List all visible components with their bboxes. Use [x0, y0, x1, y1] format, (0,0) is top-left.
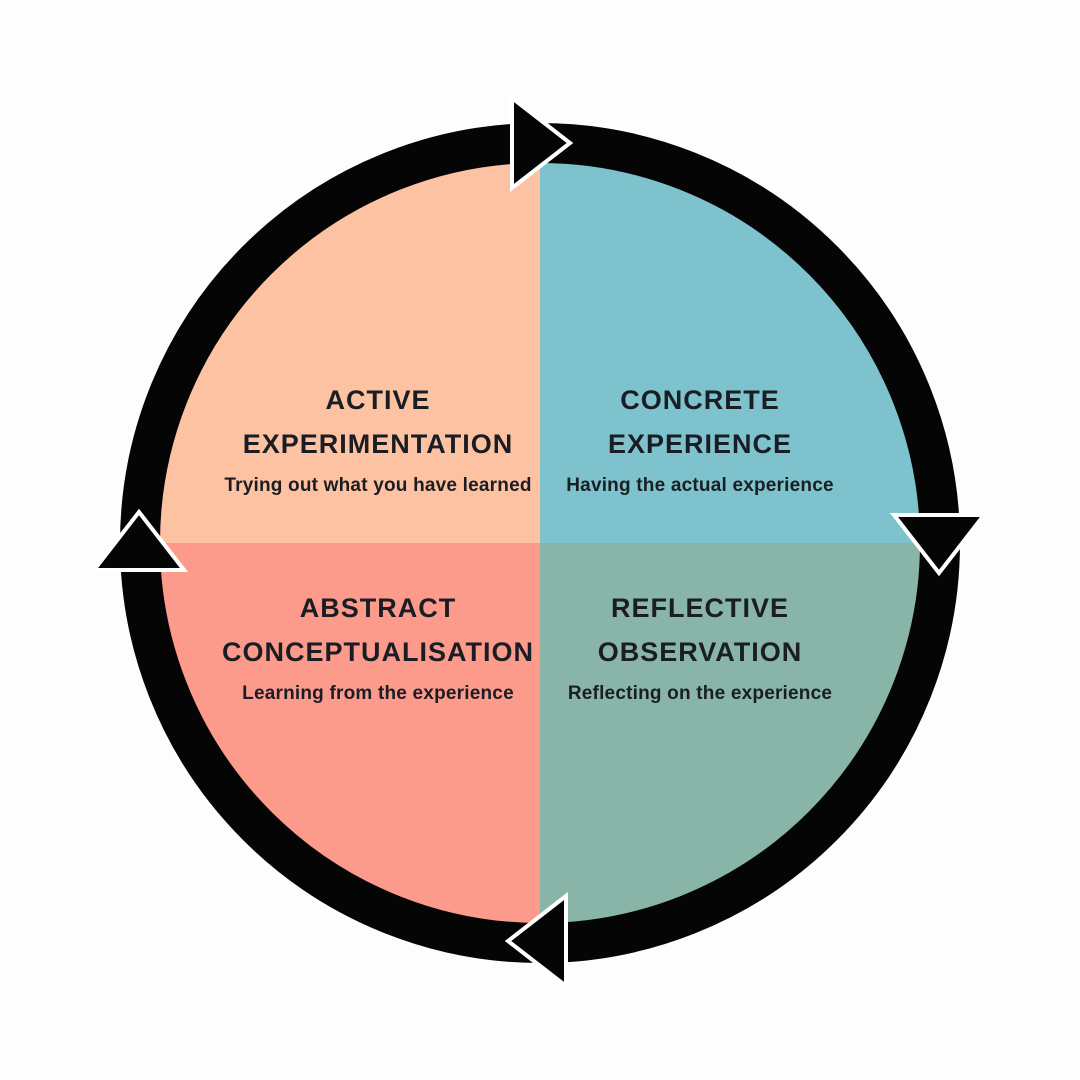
quadrant-title-line2: EXPERIMENTATION [243, 429, 514, 459]
quadrant-reflective-observation [540, 543, 923, 926]
quadrant-label-active-experimentation: ACTIVE EXPERIMENTATION Trying out what y… [224, 385, 531, 496]
arrow-left-icon [504, 891, 568, 991]
quadrant-abstract-conceptualisation [157, 543, 540, 926]
quadrant-label-reflective-observation: REFLECTIVE OBSERVATION Reflecting on the… [568, 593, 832, 704]
quadrant-subtitle: Having the actual experience [566, 475, 833, 496]
quadrant-label-abstract-conceptualisation: ABSTRACT CONCEPTUALISATION Learning from… [222, 593, 534, 704]
quadrant-title-line1: CONCRETE [620, 385, 780, 415]
cycle-arrows [89, 93, 989, 991]
arrow-up-icon [89, 508, 189, 572]
quadrant-subtitle: Trying out what you have learned [224, 475, 531, 496]
quadrant-title-line2: EXPERIENCE [608, 429, 792, 459]
quadrant-title-line2: OBSERVATION [598, 637, 803, 667]
quadrant-title-line2: CONCEPTUALISATION [222, 637, 534, 667]
quadrant-label-concrete-experience: CONCRETE EXPERIENCE Having the actual ex… [566, 385, 833, 496]
quadrant-wedges [157, 160, 923, 926]
quadrant-subtitle: Learning from the experience [242, 683, 514, 704]
arrow-down-icon [889, 513, 989, 577]
quadrant-title-line1: ACTIVE [325, 385, 430, 415]
quadrant-title-line1: ABSTRACT [300, 593, 457, 623]
arrow-right-icon [510, 93, 574, 193]
quadrant-title-line1: REFLECTIVE [611, 593, 789, 623]
quadrant-active-experimentation [157, 160, 540, 543]
quadrant-subtitle: Reflecting on the experience [568, 683, 832, 704]
quadrant-concrete-experience [540, 160, 923, 543]
